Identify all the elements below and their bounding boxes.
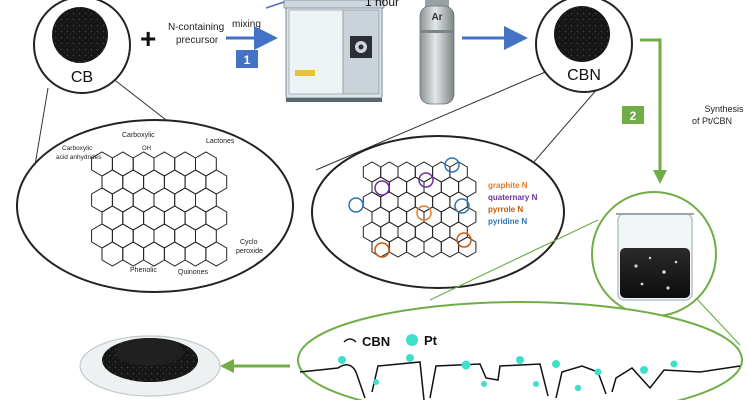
furnace-icon xyxy=(265,0,385,102)
synthesis-arrow xyxy=(640,38,667,184)
n-precursor-label-1: N-containing xyxy=(168,22,224,33)
cb-hexagon-lattice xyxy=(91,151,228,267)
cbn-legend-label: CBN xyxy=(362,334,390,349)
plus-sign: + xyxy=(140,23,156,54)
pyrrole-n-marker xyxy=(456,232,472,248)
cbn-label: CBN xyxy=(567,67,601,84)
phenolic-label: Phenolic xyxy=(130,267,157,274)
pyridine-n-marker xyxy=(348,197,364,213)
product-powder-icon xyxy=(79,335,221,397)
svg-text:2: 2 xyxy=(630,109,637,123)
graphite-n-marker xyxy=(416,205,432,221)
lactones-label: Lactones xyxy=(206,138,235,145)
quaternary-n-marker xyxy=(374,180,390,196)
duration-label: 1 hour xyxy=(365,0,399,9)
anhydrides-label-1: Carboxylic xyxy=(62,145,93,152)
carboxylic-label: Carboxylic xyxy=(122,132,155,139)
cbn-structure-ellipse: graphite N quaternary N pyrrole N pyridi… xyxy=(311,135,565,289)
cb-particle-icon xyxy=(52,7,108,63)
quaternary-n-marker xyxy=(418,172,434,188)
cbn-particle-icon xyxy=(554,6,610,62)
cb-circle: CB xyxy=(33,0,131,94)
synthesis-label-1: Synthesis xyxy=(704,104,744,114)
cbn-circle: CBN xyxy=(535,0,633,93)
synthesis-label-2: of Pt/CBN xyxy=(692,116,732,126)
cb-label: CB xyxy=(71,69,93,86)
hexagon-ring xyxy=(205,241,228,267)
mixing-label: mixing xyxy=(232,19,261,30)
pyridine-n-marker xyxy=(454,198,470,214)
quinones-label: Quinones xyxy=(178,269,208,276)
pt-legend-label: Pt xyxy=(424,333,438,348)
pt-zoom-lines xyxy=(429,219,741,346)
n-precursor-label-2: precursor xyxy=(176,35,219,46)
hexagon-ring xyxy=(458,236,477,258)
step1-badge: 1 xyxy=(236,50,258,68)
cyclo-peroxide-label-1: Cyclo xyxy=(240,239,258,246)
cbn-legend-icon xyxy=(343,338,357,343)
quaternary-n-legend: quaternary N xyxy=(488,193,538,202)
pyridine-n-marker xyxy=(444,157,460,173)
beaker-circle xyxy=(591,191,717,317)
argon-cylinder-icon: Ar xyxy=(419,0,455,105)
cbn-hexagon-lattice xyxy=(362,161,477,258)
pt-cbn-ellipse: CBN Pt xyxy=(297,301,743,400)
graphite-n-legend: graphite N xyxy=(488,181,528,190)
to-product-arrow xyxy=(220,359,290,373)
svg-text:1: 1 xyxy=(244,53,251,67)
step2-badge: 2 xyxy=(622,106,644,124)
pyridine-n-legend: pyridine N xyxy=(488,217,527,226)
cyclo-peroxide-label-2: peroxide xyxy=(236,248,263,255)
pyrrole-n-marker xyxy=(374,242,390,258)
argon-label: Ar xyxy=(431,12,442,23)
n-site-markers xyxy=(348,157,472,258)
pyrrole-n-legend: pyrrole N xyxy=(488,205,523,214)
pt-legend-icon xyxy=(406,334,418,346)
cb-structure-ellipse: Carboxylic OH Carboxylic acid anhydrides… xyxy=(16,119,294,293)
oh-label: OH xyxy=(142,146,151,152)
pt-nanoparticles xyxy=(338,354,678,392)
cbn-surface-line xyxy=(299,361,741,400)
beaker-icon xyxy=(616,213,694,301)
anhydrides-label-2: acid anhydrides xyxy=(56,154,102,161)
